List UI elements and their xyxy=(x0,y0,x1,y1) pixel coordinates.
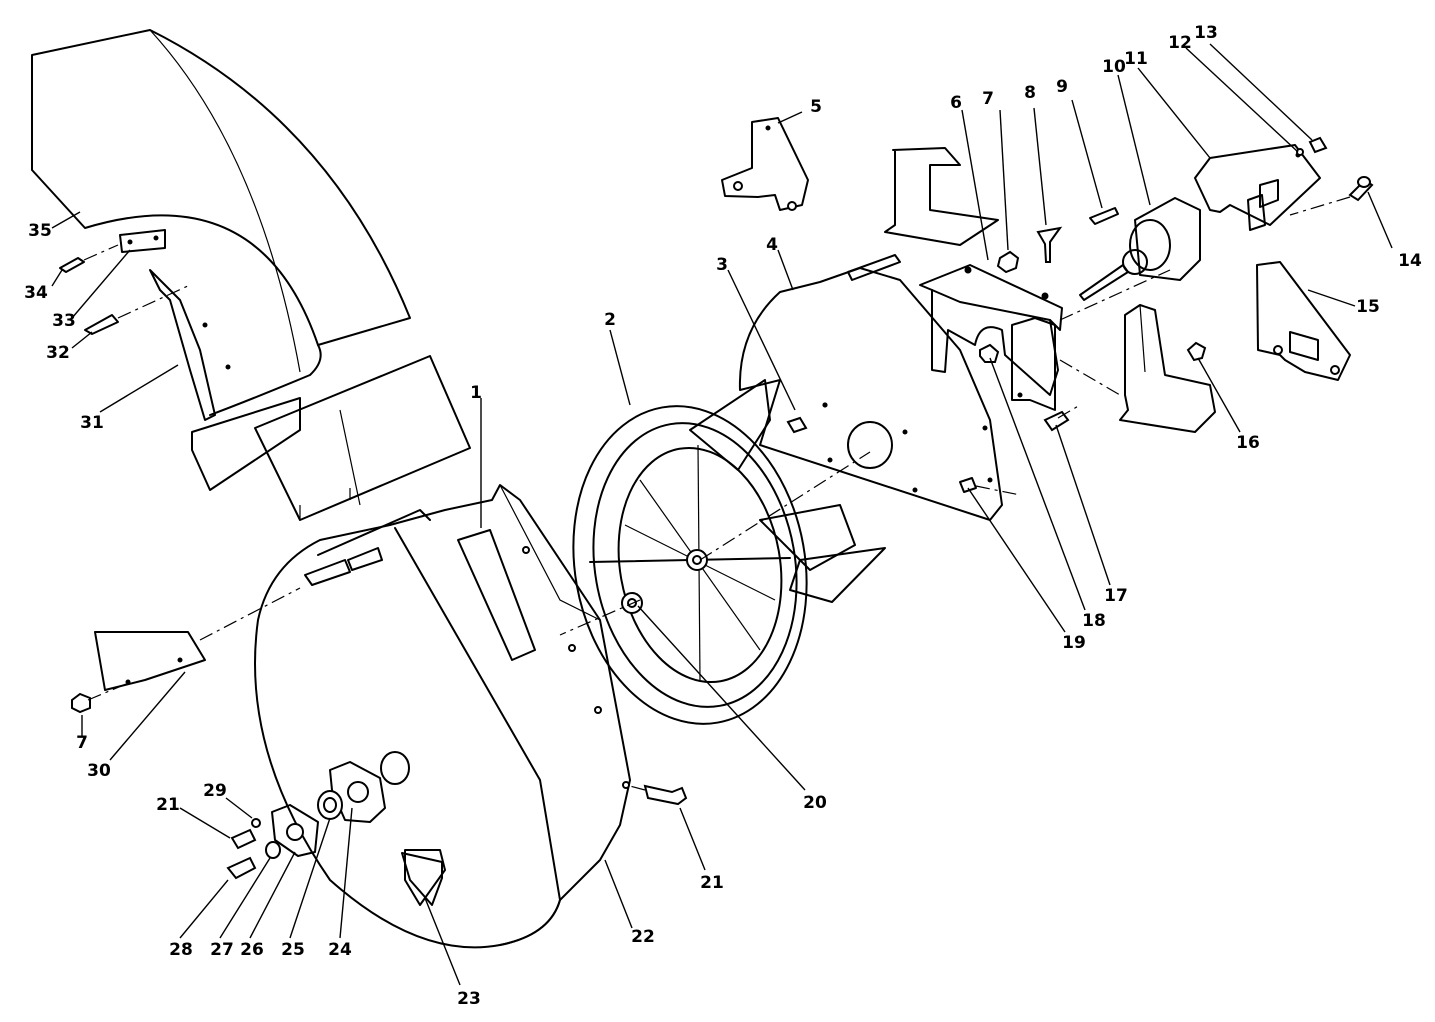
bolt-28 xyxy=(226,856,257,880)
callout-4: 4 xyxy=(766,235,778,255)
callout-18: 18 xyxy=(1082,611,1106,631)
callout-14: 14 xyxy=(1398,251,1422,271)
callout-5: 5 xyxy=(810,97,822,117)
callout-23: 23 xyxy=(457,989,481,1009)
callout-25: 25 xyxy=(281,940,305,960)
callout-7-lower: 7 xyxy=(76,733,88,753)
callout-10: 10 xyxy=(1102,57,1126,77)
callout-1: 1 xyxy=(470,383,482,403)
callout-31: 31 xyxy=(80,413,104,433)
callout-19: 19 xyxy=(1062,633,1086,653)
motor-axis-line xyxy=(1059,269,1171,321)
callout-11: 11 xyxy=(1124,49,1148,69)
bearing-flange-24 xyxy=(329,751,410,823)
motor-mount-plate xyxy=(919,264,1063,411)
washer-27 xyxy=(265,841,281,859)
support-bracket-left xyxy=(884,147,999,246)
motor-axis-line-2 xyxy=(1059,359,1121,396)
callout-17: 17 xyxy=(1104,586,1128,606)
callout-7-top: 7 xyxy=(982,89,994,109)
bolt-21-right xyxy=(629,784,688,806)
screw-32 xyxy=(84,284,191,335)
nut-7-top xyxy=(996,250,1020,274)
bracket-15 xyxy=(1256,261,1351,381)
callout-2: 2 xyxy=(604,310,616,330)
callout-29: 29 xyxy=(203,781,227,801)
clip-9 xyxy=(1089,207,1119,225)
wing-nut-8 xyxy=(1036,226,1063,263)
callout-34: 34 xyxy=(24,283,48,303)
callout-16: 16 xyxy=(1236,433,1260,453)
callout-22: 22 xyxy=(631,927,655,947)
callout-21-right: 21 xyxy=(700,873,724,893)
callout-24: 24 xyxy=(328,940,352,960)
bracket-5 xyxy=(721,117,809,211)
motor-bracket xyxy=(1194,144,1321,231)
backing-plate xyxy=(738,254,1003,521)
callout-6: 6 xyxy=(950,93,962,113)
nut-16 xyxy=(1186,341,1207,362)
item-29 xyxy=(251,818,261,828)
callout-labels: 1 2 3 4 5 6 7 7 8 9 10 11 12 13 14 15 16… xyxy=(24,23,1422,1009)
callout-9: 9 xyxy=(1056,77,1068,97)
bearing-25 xyxy=(317,790,343,820)
callout-20: 20 xyxy=(803,793,827,813)
callout-13: 13 xyxy=(1194,23,1218,43)
callout-12: 12 xyxy=(1168,33,1192,53)
callout-32: 32 xyxy=(46,343,70,363)
screw-13 xyxy=(1308,136,1328,154)
blower-housing xyxy=(254,484,631,949)
callout-3: 3 xyxy=(716,255,728,275)
bolt-17 xyxy=(1043,404,1081,432)
callout-35: 35 xyxy=(28,221,52,241)
nut-18 xyxy=(979,343,1000,363)
decal-23 xyxy=(401,852,443,906)
screw-34 xyxy=(59,244,119,273)
fastener-19 xyxy=(959,477,1021,496)
support-bracket-right xyxy=(1119,304,1216,433)
callout-8: 8 xyxy=(1024,83,1036,103)
callout-33: 33 xyxy=(52,311,76,331)
bolt-21-lower xyxy=(230,828,257,850)
reflector-plate xyxy=(119,229,166,253)
chute-bracket xyxy=(149,269,231,421)
side-bracket xyxy=(94,587,301,691)
motor xyxy=(1079,197,1201,301)
callout-28: 28 xyxy=(169,940,193,960)
callout-27: 27 xyxy=(210,940,234,960)
chute-adapter xyxy=(191,355,471,521)
leader-lines xyxy=(51,43,1393,986)
impeller xyxy=(559,379,886,725)
callout-30: 30 xyxy=(87,761,111,781)
flange-plate-26 xyxy=(271,804,319,857)
screw-3 xyxy=(786,402,828,434)
discharge-chute xyxy=(31,29,411,416)
callout-21-left: 21 xyxy=(156,795,180,815)
callout-26: 26 xyxy=(240,940,264,960)
callout-15: 15 xyxy=(1356,297,1380,317)
screw-14 xyxy=(1289,176,1374,216)
nut-7-lower xyxy=(71,683,127,714)
